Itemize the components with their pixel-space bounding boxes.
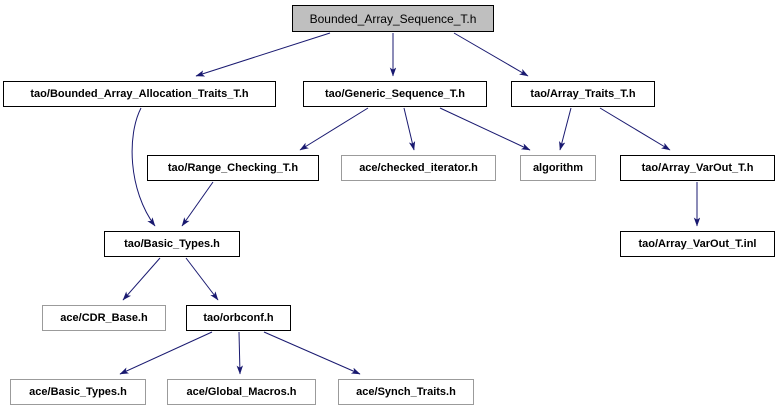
- graph-node-ace-synch-traits-h[interactable]: ace/Synch_Traits.h: [338, 379, 474, 405]
- graph-node-tao-array-varout-t-inl[interactable]: tao/Array_VarOut_T.inl: [620, 231, 775, 257]
- graph-node-label: tao/orbconf.h: [203, 312, 274, 324]
- graph-edge-n3-to-n6: [559, 107, 572, 151]
- graph-edge-n2-to-n4: [299, 107, 369, 151]
- graph-edge-n0-to-n1: [195, 32, 331, 77]
- graph-node-algorithm[interactable]: algorithm: [520, 155, 596, 181]
- graph-node-label: tao/Range_Checking_T.h: [167, 162, 299, 174]
- graph-node-label: algorithm: [532, 162, 584, 174]
- graph-node-bounded-array-sequence-t-h[interactable]: Bounded_Array_Sequence_T.h: [292, 5, 494, 32]
- graph-edge-n3-to-n7: [599, 107, 671, 151]
- graph-edge-n11-to-n13: [236, 331, 243, 375]
- edge-group: [119, 32, 701, 375]
- graph-edge-n1-to-n8: [131, 107, 156, 227]
- graph-node-tao-array-traits-t-h[interactable]: tao/Array_Traits_T.h: [511, 81, 655, 107]
- graph-node-tao-bounded-array-allocation-traits-t-h[interactable]: tao/Bounded_Array_Allocation_Traits_T.h: [3, 81, 276, 107]
- graph-node-label: tao/Array_VarOut_T.h: [641, 162, 754, 174]
- graph-edge-n2-to-n6: [439, 107, 531, 151]
- graph-node-label: ace/Synch_Traits.h: [356, 386, 456, 398]
- graph-node-label: ace/checked_iterator.h: [359, 162, 478, 174]
- graph-edge-n8-to-n10: [122, 257, 161, 301]
- graph-edge-n11-to-n14: [263, 331, 361, 375]
- graph-node-label: ace/CDR_Base.h: [60, 312, 148, 324]
- graph-node-ace-basic-types-h[interactable]: ace/Basic_Types.h: [10, 379, 146, 405]
- graph-node-label: Bounded_Array_Sequence_T.h: [309, 11, 477, 26]
- graph-node-label: tao/Generic_Sequence_T.h: [325, 88, 465, 100]
- graph-node-ace-checked-iterator-h[interactable]: ace/checked_iterator.h: [341, 155, 496, 181]
- graph-edge-n2-to-n5: [403, 107, 416, 151]
- graph-node-label: tao/Bounded_Array_Allocation_Traits_T.h: [30, 88, 249, 100]
- graph-node-label: ace/Global_Macros.h: [186, 386, 297, 398]
- graph-node-ace-global-macros-h[interactable]: ace/Global_Macros.h: [167, 379, 316, 405]
- graph-edge-n11-to-n12: [119, 331, 213, 375]
- graph-node-label: tao/Array_VarOut_T.inl: [638, 238, 757, 250]
- graph-edge-n4-to-n8: [181, 181, 214, 227]
- graph-node-label: tao/Array_Traits_T.h: [530, 88, 636, 100]
- graph-node-tao-array-varout-t-h[interactable]: tao/Array_VarOut_T.h: [620, 155, 775, 181]
- graph-node-label: tao/Basic_Types.h: [124, 238, 220, 250]
- graph-edge-n0-to-n3: [453, 32, 529, 77]
- graph-node-tao-range-checking-t-h[interactable]: tao/Range_Checking_T.h: [147, 155, 319, 181]
- graph-node-label: ace/Basic_Types.h: [29, 386, 127, 398]
- graph-node-tao-generic-sequence-t-h[interactable]: tao/Generic_Sequence_T.h: [303, 81, 487, 107]
- graph-edge-n8-to-n11: [185, 257, 219, 301]
- graph-node-tao-orbconf-h[interactable]: tao/orbconf.h: [186, 305, 291, 331]
- graph-node-tao-basic-types-h[interactable]: tao/Basic_Types.h: [104, 231, 240, 257]
- graph-node-ace-cdr-base-h[interactable]: ace/CDR_Base.h: [42, 305, 166, 331]
